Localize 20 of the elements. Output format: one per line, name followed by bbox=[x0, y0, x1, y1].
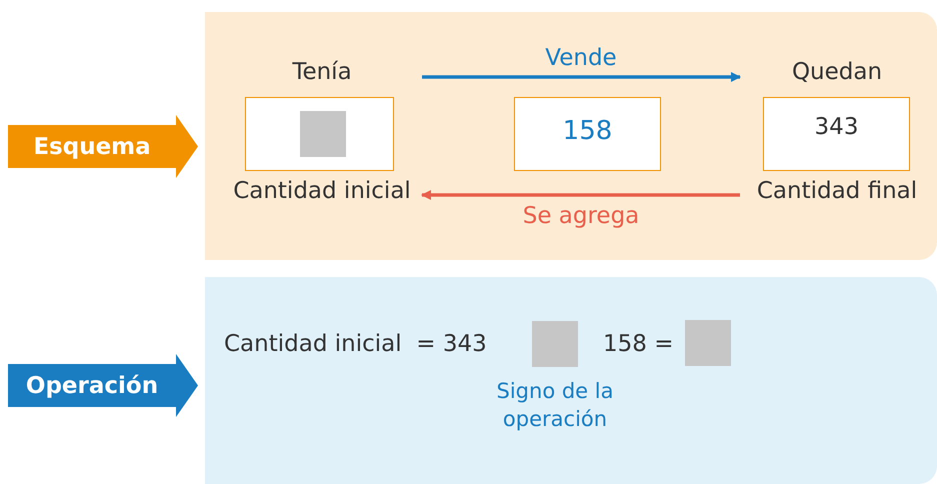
box-caption: Cantidad inicial bbox=[232, 177, 412, 205]
number-value: 343 bbox=[814, 113, 860, 141]
box-heading: Quedan bbox=[790, 58, 884, 86]
panel-background bbox=[205, 277, 937, 484]
equation-text: 158 = bbox=[603, 330, 674, 358]
arrow bbox=[422, 72, 741, 82]
blank-square bbox=[532, 321, 578, 367]
panel-background bbox=[205, 12, 937, 260]
box-heading: Tenía bbox=[291, 58, 353, 86]
section-label: Operación bbox=[24, 372, 160, 400]
box-caption: Cantidad final bbox=[756, 177, 918, 205]
blank-square bbox=[300, 111, 346, 157]
equation-text: Cantidad inicial = 343 bbox=[224, 330, 487, 358]
arrow bbox=[421, 190, 740, 200]
blank-square bbox=[685, 320, 731, 366]
hint-text: Signo de la operación bbox=[496, 378, 614, 433]
section-label: Esquema bbox=[32, 132, 152, 160]
edge-label: Se agrega bbox=[522, 202, 640, 230]
edge-label: Vende bbox=[544, 44, 618, 72]
number-box: 158 bbox=[514, 97, 661, 171]
